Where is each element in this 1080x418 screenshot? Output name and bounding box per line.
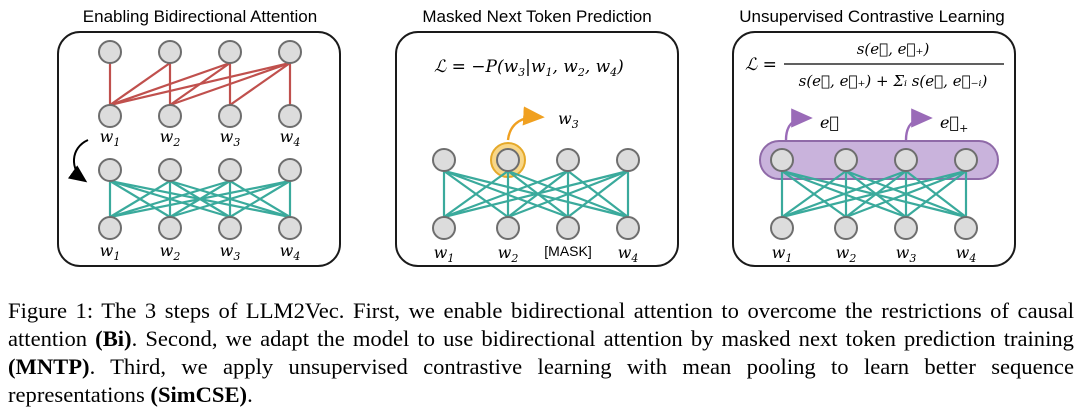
input-token-label: w3 <box>896 243 917 265</box>
bi-token-node <box>278 216 302 240</box>
input-token-label: w1 <box>772 243 793 265</box>
mntp-formula: ℒ = −P(w3|w1, w2, w4) <box>434 57 624 79</box>
causal-token-label: w4 <box>280 127 301 149</box>
panel-box-simcse <box>732 31 1016 267</box>
output-token-label: w3 <box>558 109 579 131</box>
top-node <box>98 40 122 64</box>
panel-box-mntp <box>395 31 679 267</box>
causal-edge <box>109 62 171 106</box>
pooled-hidden-node <box>834 148 858 172</box>
attention-edge <box>443 169 569 219</box>
attention-edge <box>507 169 629 219</box>
bi-top-node <box>218 158 242 182</box>
input-token-node <box>616 216 640 240</box>
simcse-formula: ℒ = s(e⃗, e⃗₊) s(e⃗, e⃗₊) + Σᵢ s(e⃗, e⃗₋… <box>745 40 1004 90</box>
attention-edge <box>781 169 907 219</box>
bi-top-node <box>158 158 182 182</box>
panel-masked-next-token: Masked Next Token Prediction ℒ = −P(w3|w… <box>395 7 679 267</box>
simcse-denominator: s(e⃗, e⃗₊) + Σᵢ s(e⃗, e⃗₋ᵢ) <box>799 72 988 90</box>
panel-title-bi: Enabling Bidirectional Attention <box>83 7 317 26</box>
bi-token-node <box>158 216 182 240</box>
input-token-label: w2 <box>836 243 857 265</box>
embedding-label: e⃗ <box>820 113 839 132</box>
attention-edge <box>567 170 629 218</box>
panel-title-simcse: Unsupervised Contrastive Learning <box>739 7 1005 26</box>
bi-token-node <box>218 216 242 240</box>
simcse-formula-lhs: ℒ = <box>745 55 777 75</box>
input-token-label: w2 <box>498 243 519 265</box>
hidden-node <box>496 148 520 172</box>
bi-token-label: w2 <box>160 241 181 263</box>
simcse-numerator: s(e⃗, e⃗₊) <box>857 40 930 58</box>
causal-token-node <box>278 104 302 128</box>
panel-contrastive-learning: Unsupervised Contrastive Learning ℒ = s(… <box>732 7 1016 267</box>
bi-token-label: w4 <box>280 241 301 263</box>
input-token-label: w4 <box>618 243 639 265</box>
bi-top-node <box>278 158 302 182</box>
mean-pooling-box <box>759 140 999 180</box>
attention-edge <box>109 180 171 218</box>
top-node <box>218 40 242 64</box>
bi-top-node <box>98 158 122 182</box>
attention-edge <box>781 170 847 218</box>
input-token-node <box>834 216 858 240</box>
hidden-node <box>556 148 580 172</box>
input-token-node <box>954 216 978 240</box>
pooled-hidden-node <box>770 148 794 172</box>
panel-box-bi <box>57 31 341 267</box>
causal-token-node <box>218 104 242 128</box>
attention-edge <box>443 170 509 218</box>
embedding-arrow <box>784 108 813 141</box>
causal-token-node <box>98 104 122 128</box>
transition-arrow <box>67 139 89 183</box>
input-token-label: w1 <box>434 243 455 265</box>
pooled-hidden-node <box>954 148 978 172</box>
mask-token-label: [MASK] <box>544 243 591 259</box>
top-node <box>278 40 302 64</box>
input-token-node <box>556 216 580 240</box>
input-token-node <box>496 216 520 240</box>
positive-embedding-label: e⃗+ <box>940 113 968 135</box>
attention-edge <box>109 179 291 219</box>
top-node <box>158 40 182 64</box>
attention-edge <box>109 179 231 219</box>
positive-embedding-arrow <box>904 108 933 141</box>
attention-edge <box>905 170 967 218</box>
attention-edge <box>845 169 967 219</box>
bi-token-node <box>98 216 122 240</box>
panel-bidirectional-attention: Enabling Bidirectional Attention w1 w1 w2 w… <box>57 7 341 267</box>
hidden-node <box>616 148 640 172</box>
hidden-node <box>432 148 456 172</box>
pooled-hidden-node <box>894 148 918 172</box>
attention-edge <box>169 179 291 219</box>
panel-title-mntp: Masked Next Token Prediction <box>422 7 651 26</box>
bi-token-label: w1 <box>100 241 121 263</box>
llm2vec-figure: Enabling Bidirectional Attention w1 w1 w2 w… <box>57 7 1016 267</box>
input-token-node <box>770 216 794 240</box>
svg-text:ℒ = −P(w3|w1, w2, w4): ℒ = −P(w3|w1, w2, w4) <box>434 57 624 79</box>
attention-edge <box>781 169 967 219</box>
causal-token-label: w3 <box>220 127 241 149</box>
causal-token-label: w2 <box>160 127 181 149</box>
causal-edge <box>169 62 231 106</box>
causal-token-label: w1 <box>100 127 121 149</box>
input-token-label: w4 <box>956 243 977 265</box>
mntp-formula-lhs: ℒ = −P(w <box>434 57 519 77</box>
causal-token-node <box>158 104 182 128</box>
attention-edge <box>443 169 629 219</box>
input-token-node <box>894 216 918 240</box>
prediction-arrow <box>506 106 545 141</box>
bi-token-label: w3 <box>220 241 241 263</box>
attention-edge <box>229 180 291 218</box>
figure-caption: Figure 1: The 3 steps of LLM2Vec. First,… <box>8 298 1074 407</box>
causal-edge <box>229 62 291 106</box>
input-token-node <box>432 216 456 240</box>
